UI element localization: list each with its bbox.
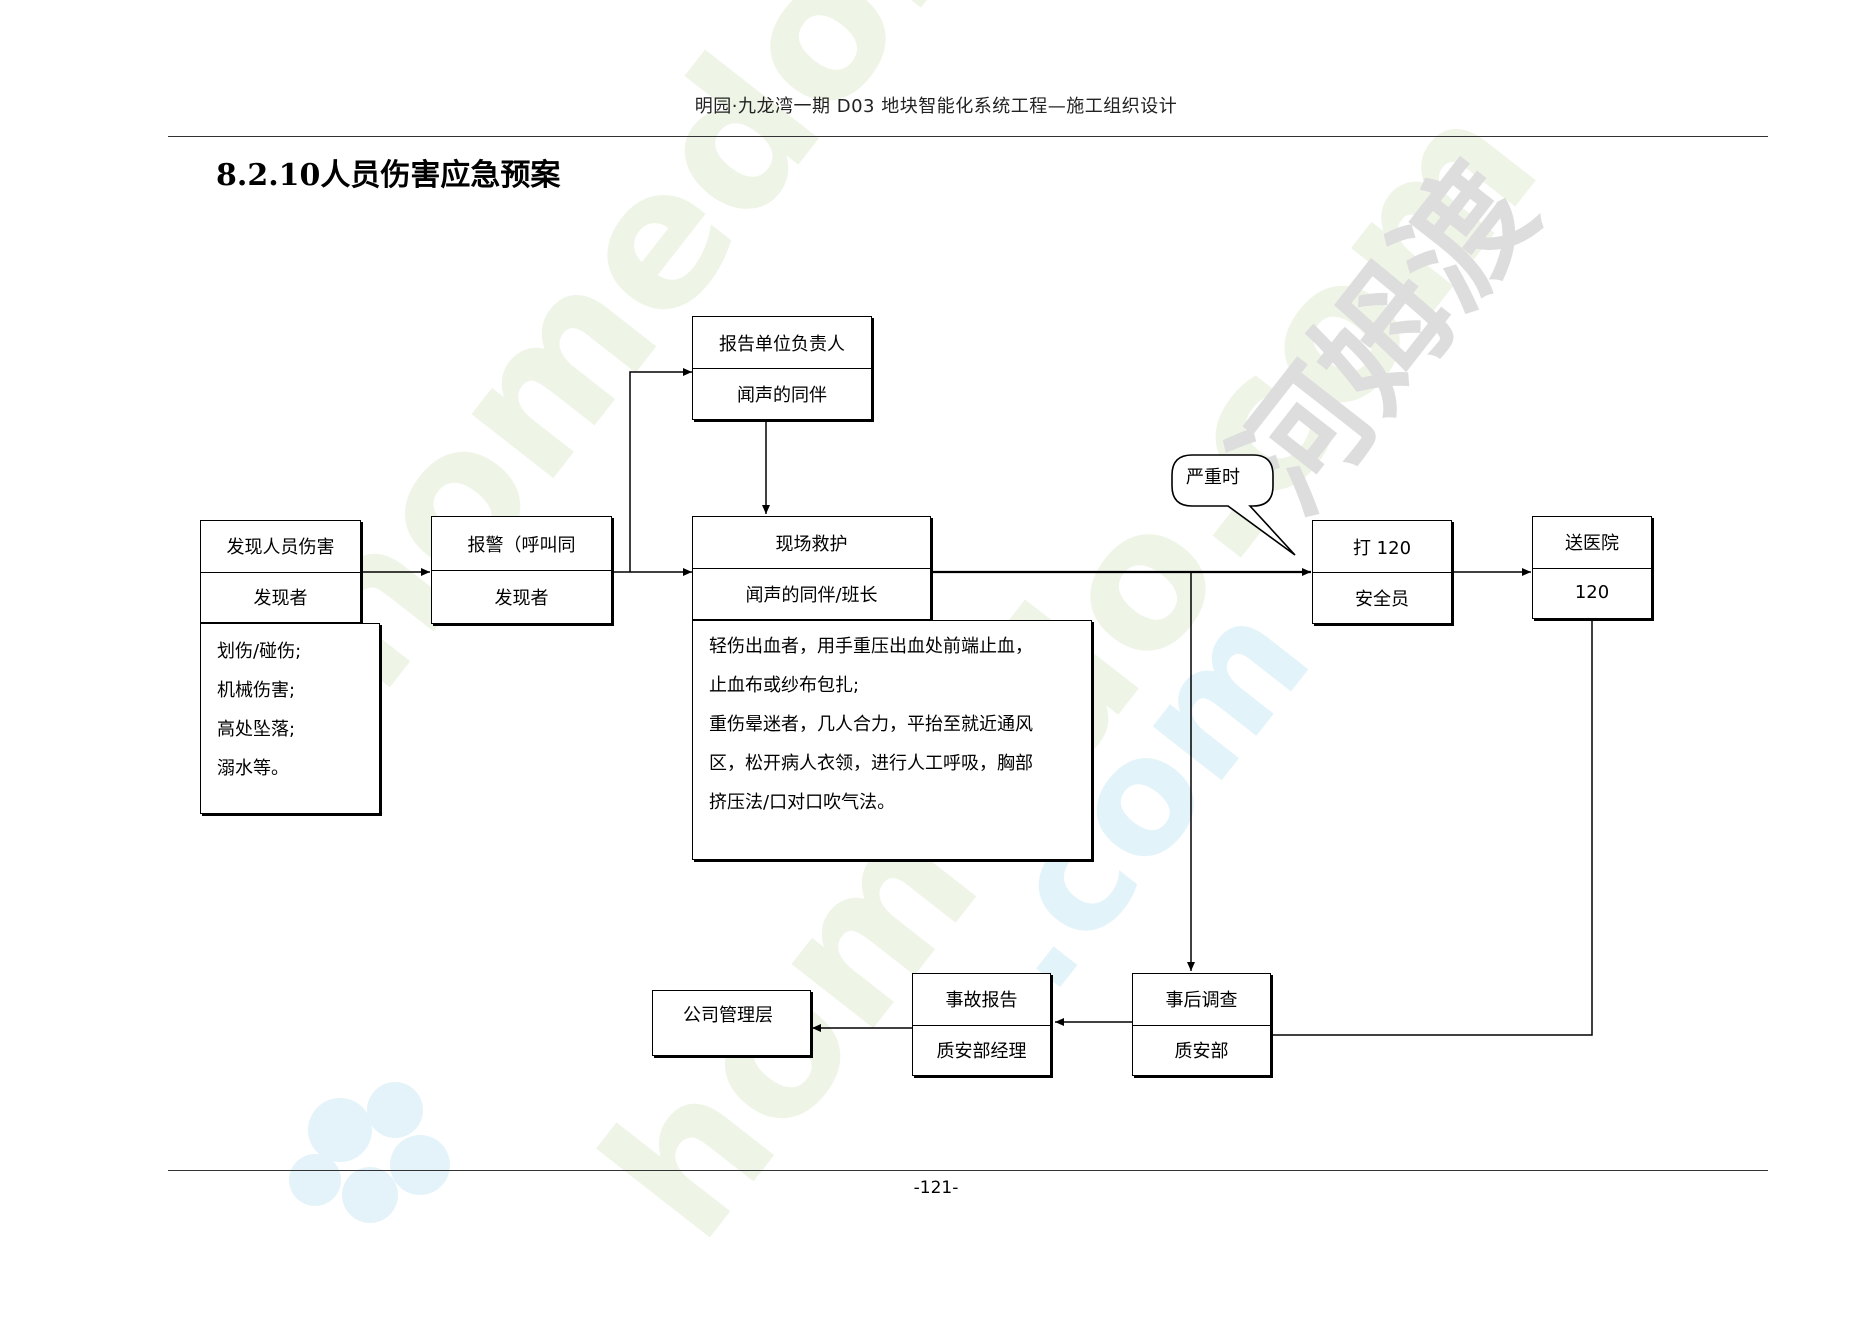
box-report-title: 报告单位负责人 xyxy=(693,317,871,369)
note-injury-types: 划伤/碰伤; 机械伤害; 高处坠落; 溺水等。 xyxy=(200,623,380,814)
note-line: 轻伤出血者，用手重压出血处前端止血， xyxy=(709,636,1033,657)
box-rescue-title: 现场救护 xyxy=(693,517,930,569)
box-company-management: 公司管理层 xyxy=(652,990,811,1056)
note-line: 重伤晕迷者，几人合力，平抬至就近通风 xyxy=(709,714,1033,735)
callout-severe: 严重时 xyxy=(1186,467,1240,488)
box-call-120: 打 120 安全员 xyxy=(1312,520,1452,624)
note-line: 区，松开病人衣领，进行人工呼吸，胸部 xyxy=(709,753,1033,774)
callout-bubble xyxy=(1171,454,1296,556)
box-rescue-role: 闻声的同伴/班长 xyxy=(745,584,878,606)
box-investigate-role: 质安部 xyxy=(1174,1040,1229,1062)
box-alarm-role: 发现者 xyxy=(494,587,549,609)
box-call120-title: 打 120 xyxy=(1313,521,1451,573)
box-report-role: 闻声的同伴 xyxy=(737,384,827,406)
note-line: 止血布或纱布包扎; xyxy=(709,675,860,696)
box-accident-title: 事故报告 xyxy=(913,974,1050,1026)
box-accident-report: 事故报告 质安部经理 xyxy=(912,973,1051,1076)
note-line: 挤压法/口对口吹气法。 xyxy=(709,792,896,813)
box-discover-injury: 发现人员伤害 发现者 xyxy=(200,520,361,623)
box-management-title: 公司管理层 xyxy=(683,1005,773,1026)
section-title: 8.2.10人员伤害应急预案 xyxy=(216,158,561,193)
box-accident-role: 质安部经理 xyxy=(936,1040,1027,1062)
box-hospital: 送医院 120 xyxy=(1532,516,1652,619)
box-hospital-role: 120 xyxy=(1574,582,1610,604)
footer-rule xyxy=(168,1170,1768,1171)
box-investigation: 事后调查 质安部 xyxy=(1132,973,1271,1076)
running-header: 明园·九龙湾一期 D03 地块智能化系统工程—施工组织设计 xyxy=(694,96,1178,117)
note-line: 机械伤害; xyxy=(217,680,296,701)
header-rule xyxy=(168,136,1768,137)
box-investigate-title: 事后调查 xyxy=(1133,974,1270,1026)
box-call120-role: 安全员 xyxy=(1355,588,1409,610)
box-discover-title: 发现人员伤害 xyxy=(201,521,360,573)
box-report-leader: 报告单位负责人 闻声的同伴 xyxy=(692,316,872,420)
note-line: 高处坠落; xyxy=(217,719,296,740)
box-discover-role: 发现者 xyxy=(253,587,308,609)
note-line: 溺水等。 xyxy=(217,758,289,779)
box-onsite-rescue: 现场救护 闻声的同伴/班长 xyxy=(692,516,931,620)
note-rescue-steps: 轻伤出血者，用手重压出血处前端止血， 止血布或纱布包扎; 重伤晕迷者，几人合力，… xyxy=(692,620,1092,860)
note-line: 划伤/碰伤; xyxy=(217,641,302,662)
page-number: -121- xyxy=(913,1178,959,1198)
box-alarm-title: 报警（呼叫同 xyxy=(432,517,611,571)
box-hospital-title: 送医院 xyxy=(1533,517,1651,569)
box-alarm: 报警（呼叫同 发现者 xyxy=(431,516,612,624)
